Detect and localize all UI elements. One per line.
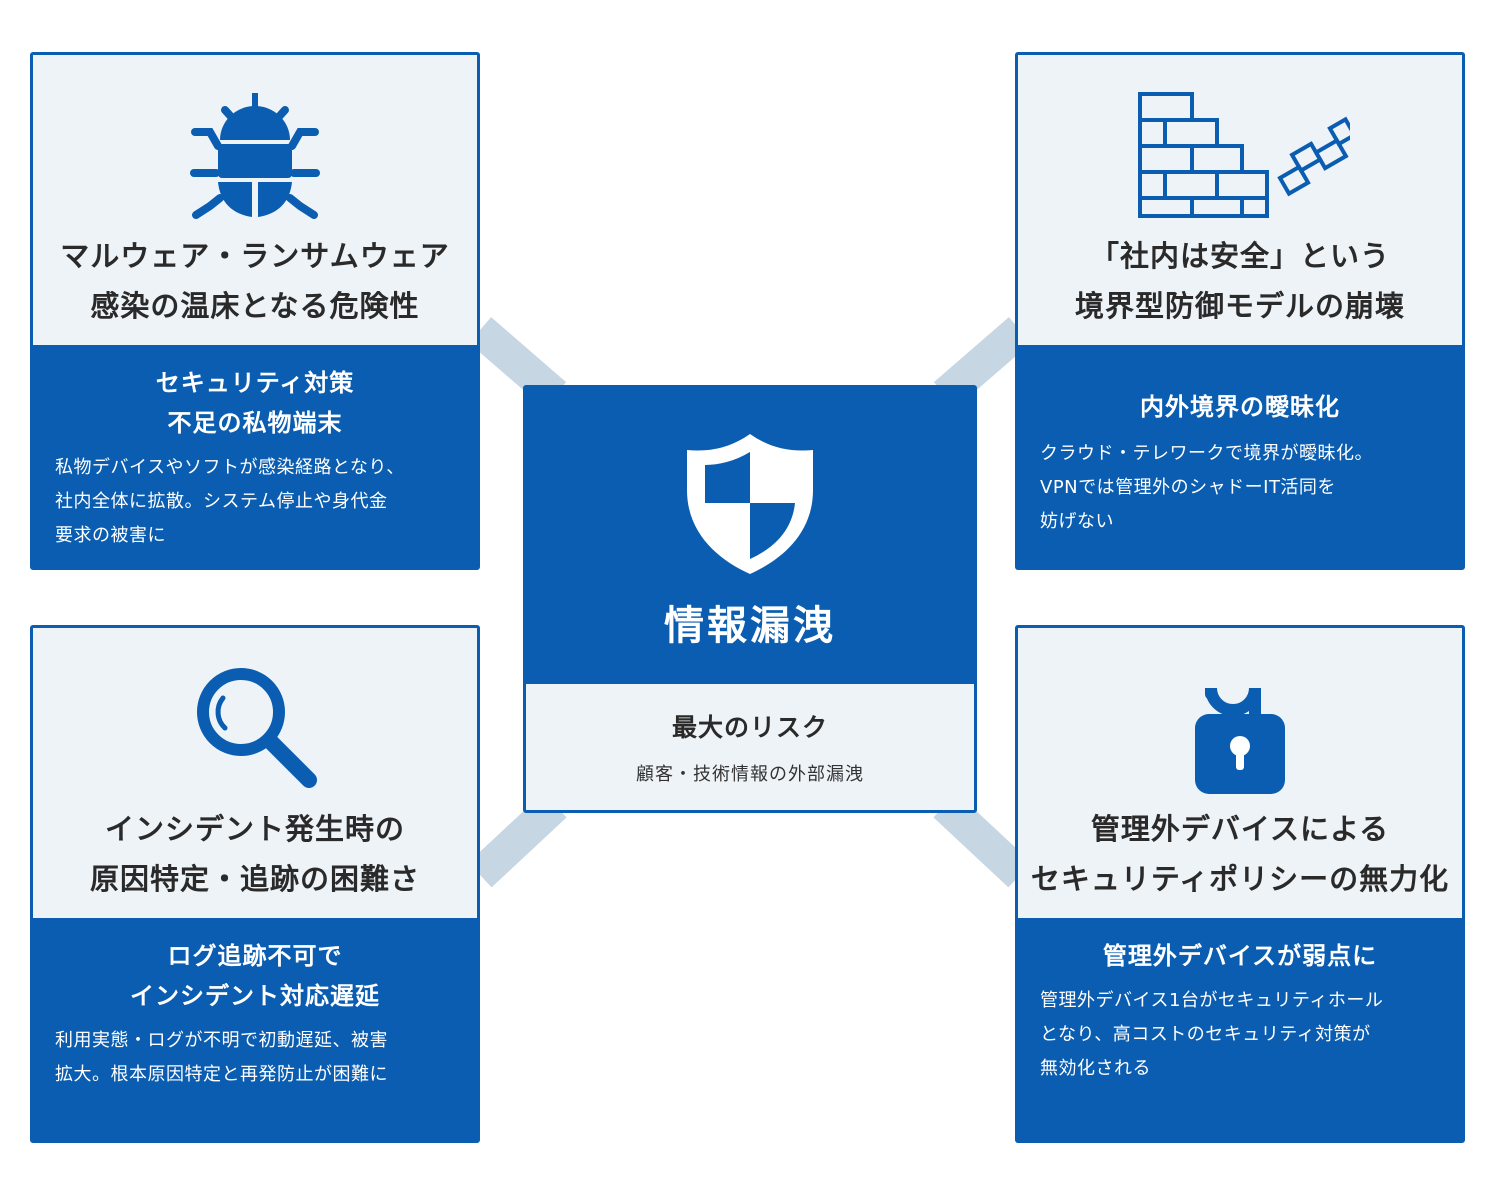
unlocked-padlock-icon	[1195, 687, 1285, 794]
card-header: 管理外デバイスによる セキュリティポリシーの無力化	[1018, 628, 1462, 918]
card-subtitle-line: ログ追跡不可で	[167, 942, 343, 970]
card-title-line: 原因特定・追跡の困難さ	[89, 862, 420, 896]
card-description: クラウド・テレワークで境界が曖昧化。 VPNでは管理外のシャドーIT活同を 妨げ…	[1040, 437, 1442, 539]
connector-bottom-left	[468, 792, 567, 888]
magnifier-icon	[197, 668, 317, 788]
central-subtitle: 最大のリスク	[671, 713, 828, 742]
card-title-line: インシデント発生時の	[104, 812, 405, 846]
card-subtitle: セキュリティ対策 不足の私物端末	[33, 363, 477, 443]
card-description-line: 拡大。根本原因特定と再発防止が困難に	[55, 1064, 388, 1085]
card-title: マルウェア・ランサムウェア 感染の温床となる危険性	[43, 231, 467, 331]
card-description-line: 社内全体に拡散。システム停止や身代金	[55, 491, 388, 512]
risk-card-incident: インシデント発生時の 原因特定・追跡の困難さ ログ追跡不可で インシデント対応遅…	[30, 625, 480, 1143]
card-subtitle: 管理外デバイスが弱点に	[1018, 936, 1462, 976]
card-description-line: 無効化される	[1040, 1058, 1151, 1079]
card-body: 内外境界の曖昧化 クラウド・テレワークで境界が曖昧化。 VPNでは管理外のシャド…	[1018, 345, 1462, 567]
brick-wall-icon	[1138, 92, 1350, 218]
card-body: 管理外デバイスが弱点に 管理外デバイス1台がセキュリティホール となり、高コスト…	[1018, 918, 1462, 1140]
connector-top-right	[933, 317, 1032, 408]
card-title-line: 感染の温床となる危険性	[90, 289, 420, 323]
card-body: セキュリティ対策 不足の私物端末 私物デバイスやソフトが感染経路となり、 社内全…	[33, 345, 477, 567]
central-description: 顧客・技術情報の外部漏洩	[636, 764, 864, 785]
card-description-line: VPNでは管理外のシャドーIT活同を	[1040, 477, 1336, 498]
card-subtitle-line: 管理外デバイスが弱点に	[1102, 942, 1378, 970]
card-title: 「社内は安全」という 境界型防御モデルの崩壊	[1028, 231, 1452, 331]
card-description-line: となり、高コストのセキュリティ対策が	[1040, 1024, 1371, 1045]
connector-top-left	[468, 317, 567, 408]
central-card-body: 最大のリスク 顧客・技術情報の外部漏洩	[526, 684, 974, 810]
card-title-line: セキュリティポリシーの無力化	[1030, 862, 1450, 896]
card-subtitle-line: インシデント対応遅延	[130, 982, 380, 1010]
card-description: 利用実態・ログが不明で初動遅延、被害 拡大。根本原因特定と再発防止が困難に	[55, 1024, 457, 1092]
card-description: 私物デバイスやソフトが感染経路となり、 社内全体に拡散。システム停止や身代金 要…	[55, 451, 457, 553]
risk-card-perimeter: 「社内は安全」という 境界型防御モデルの崩壊 内外境界の曖昧化 クラウド・テレワ…	[1015, 52, 1465, 570]
central-title: 情報漏洩	[664, 603, 836, 649]
card-description-line: 利用実態・ログが不明で初動遅延、被害	[55, 1030, 388, 1051]
card-subtitle: ログ追跡不可で インシデント対応遅延	[33, 936, 477, 1016]
card-description-line: クラウド・テレワークで境界が曖昧化。	[1040, 443, 1373, 464]
card-description: 管理外デバイス1台がセキュリティホール となり、高コストのセキュリティ対策が 無…	[1040, 984, 1442, 1086]
bug-icon	[190, 93, 320, 219]
card-description-line: 管理外デバイス1台がセキュリティホール	[1040, 990, 1384, 1011]
card-subtitle-line: 内外境界の曖昧化	[1140, 393, 1340, 421]
shield-icon	[687, 434, 813, 574]
card-title-line: 管理外デバイスによる	[1090, 812, 1390, 846]
card-body: ログ追跡不可で インシデント対応遅延 利用実態・ログが不明で初動遅延、被害 拡大…	[33, 918, 477, 1140]
card-subtitle-line: 不足の私物端末	[167, 409, 343, 437]
card-description-line: 妨げない	[1040, 511, 1114, 532]
risk-card-unmanaged-device: 管理外デバイスによる セキュリティポリシーの無力化 管理外デバイスが弱点に 管理…	[1015, 625, 1465, 1143]
card-subtitle-line: セキュリティ対策	[155, 369, 355, 397]
card-title-line: 「社内は安全」という	[1089, 239, 1390, 273]
risk-card-malware: マルウェア・ランサムウェア 感染の温床となる危険性 セキュリティ対策 不足の私物…	[30, 52, 480, 570]
card-header: 「社内は安全」という 境界型防御モデルの崩壊	[1018, 55, 1462, 345]
card-title: 管理外デバイスによる セキュリティポリシーの無力化	[1028, 804, 1452, 904]
card-description-line: 要求の被害に	[55, 525, 166, 546]
card-subtitle: 内外境界の曖昧化	[1018, 387, 1462, 427]
card-title-line: 境界型防御モデルの崩壊	[1074, 289, 1405, 323]
card-description-line: 私物デバイスやソフトが感染経路となり、	[55, 457, 405, 478]
connector-bottom-right	[933, 792, 1032, 888]
card-header: インシデント発生時の 原因特定・追跡の困難さ	[33, 628, 477, 918]
central-risk-card: 情報漏洩 最大のリスク 顧客・技術情報の外部漏洩	[523, 385, 977, 813]
central-card-header: 情報漏洩	[526, 388, 974, 684]
card-title-line: マルウェア・ランサムウェア	[60, 239, 450, 273]
card-title: インシデント発生時の 原因特定・追跡の困難さ	[43, 804, 467, 904]
card-header: マルウェア・ランサムウェア 感染の温床となる危険性	[33, 55, 477, 345]
